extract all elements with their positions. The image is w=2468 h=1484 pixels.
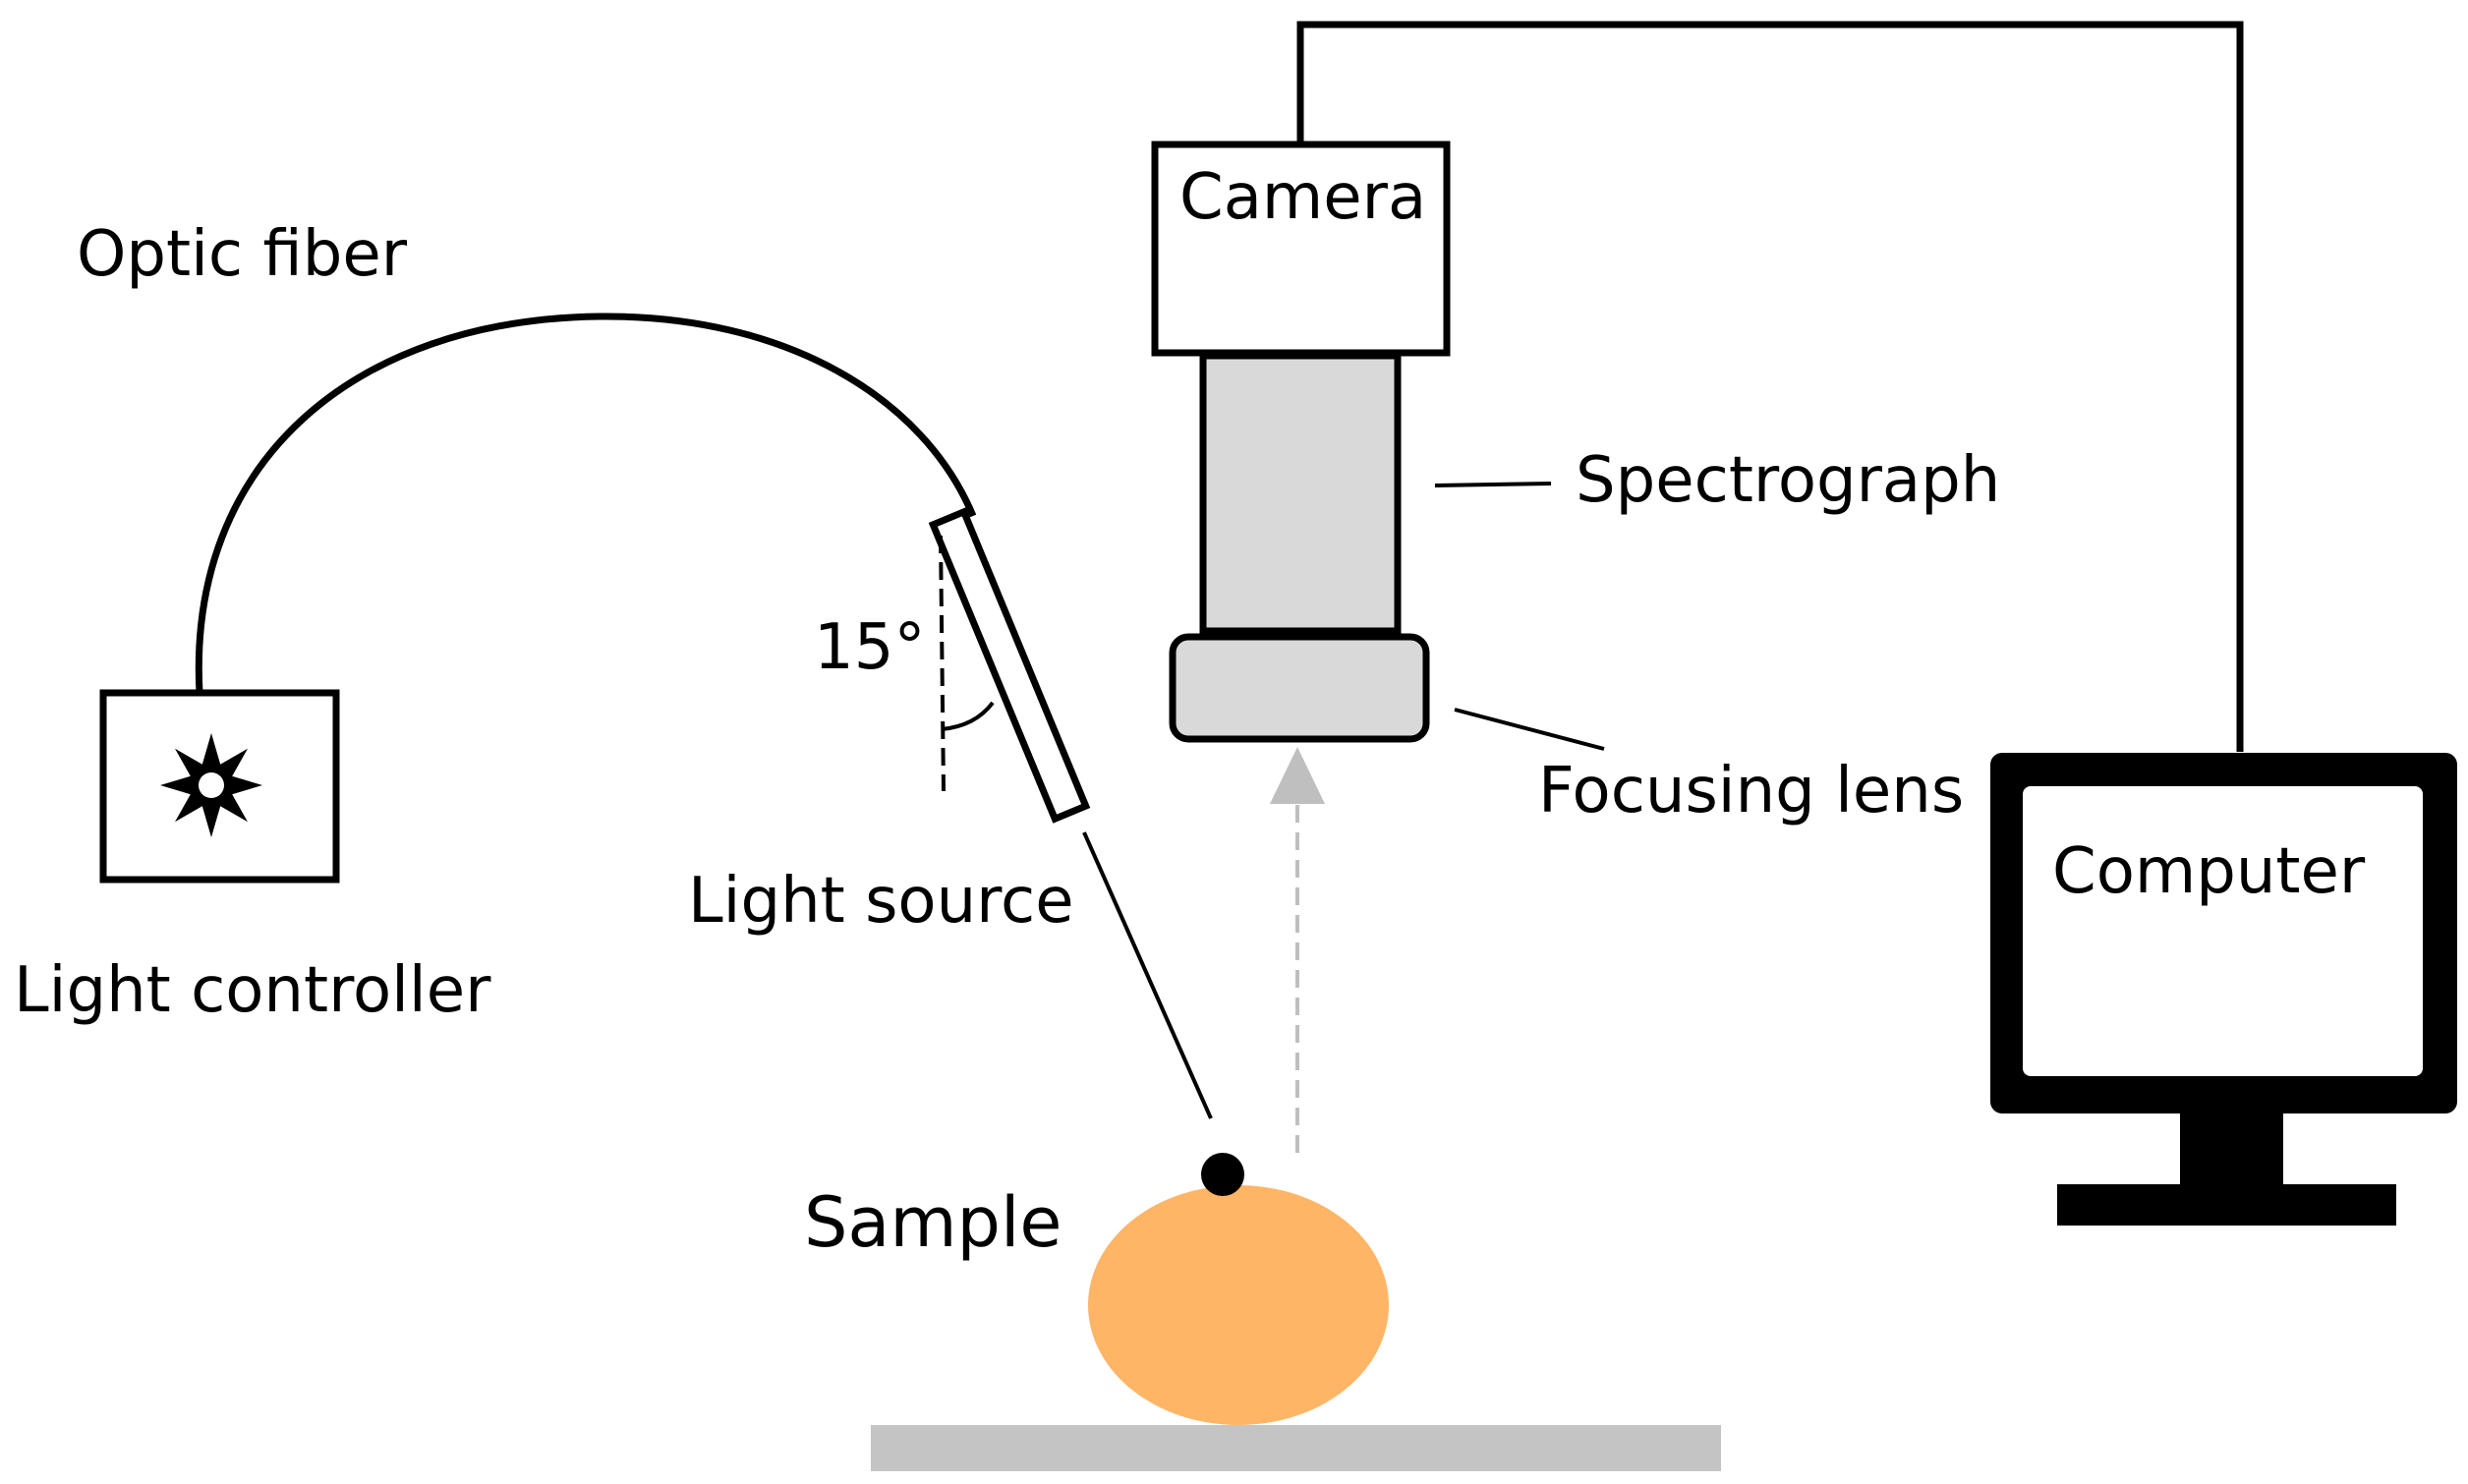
light-source-label: Light source — [688, 865, 1074, 938]
arrow-head — [1270, 747, 1325, 804]
focusing-lens — [1169, 633, 1430, 743]
camera-label: Camera — [1179, 161, 1426, 234]
light-controller-label: Light controller — [14, 954, 491, 1027]
camera-computer-cable — [1296, 21, 2244, 752]
spectrograph-label: Spectrograph — [1576, 444, 2000, 517]
measurement-point — [1201, 1153, 1244, 1196]
computer-label: Computer — [2052, 835, 2366, 908]
vertical-reference-line — [939, 535, 946, 792]
sample — [1088, 1185, 1389, 1425]
light-beam — [1082, 831, 1213, 1119]
optic-fiber-cable — [195, 313, 977, 694]
angle-label: 15° — [814, 611, 925, 684]
light-source — [928, 507, 1091, 824]
sun-icon-center — [199, 772, 224, 798]
sample-label: Sample — [804, 1182, 1062, 1263]
sample-stage — [871, 1425, 1721, 1471]
focusing-lens-pointer — [1454, 708, 1605, 751]
monitor-screen — [2023, 786, 2423, 1076]
spectrograph-pointer — [1434, 482, 1552, 487]
monitor-base — [2057, 1184, 2396, 1226]
light-controller — [99, 689, 340, 884]
spectrograph-body — [1199, 352, 1402, 635]
monitor-neck — [2180, 1113, 2283, 1192]
focusing-lens-label: Focusing lens — [1538, 755, 1964, 828]
optic-fiber-label: Optic fiber — [77, 218, 408, 291]
angle-arc — [941, 701, 995, 731]
monitor-icon — [1990, 753, 2457, 1226]
